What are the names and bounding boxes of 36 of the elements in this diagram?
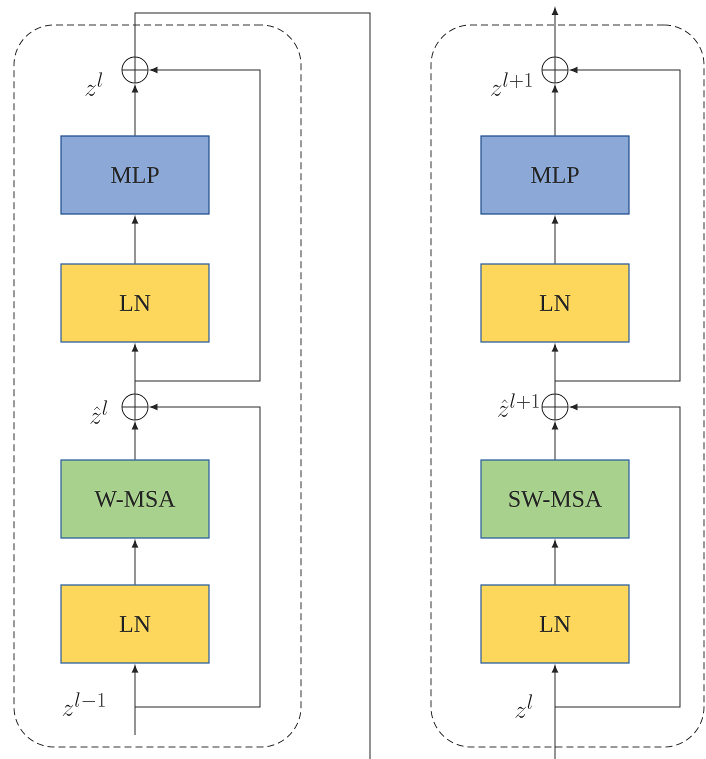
- math-label: $z^{l-1}$: [62, 692, 105, 716]
- block-frame: [430, 24, 704, 748]
- arrow: [552, 216, 558, 264]
- arrow: [132, 85, 138, 136]
- math-label: $z^{l+1}$: [491, 72, 532, 96]
- block-frame: [14, 24, 302, 748]
- arrow: [132, 665, 138, 736]
- layer-box: LN: [60, 584, 210, 664]
- arrow: [134, 404, 260, 708]
- arrow: [552, 85, 558, 136]
- arrow: [554, 66, 680, 394]
- layer-box: SW-MSA: [480, 459, 630, 539]
- arrow: [132, 540, 138, 585]
- math-label: $z^{l}$: [516, 694, 532, 718]
- sum-circle: [542, 394, 568, 420]
- layer-box: MLP: [60, 135, 210, 215]
- connector-line: [134, 12, 370, 759]
- sum-circle: [122, 56, 148, 84]
- math-label: $z^{l}$: [86, 72, 102, 96]
- arrow: [552, 8, 558, 57]
- sum-circle: [122, 394, 148, 420]
- arrow: [134, 66, 260, 394]
- math-label: $\hat{z}^{l+1}$: [498, 393, 539, 417]
- arrow: [554, 404, 680, 708]
- layer-box: W-MSA: [60, 459, 210, 539]
- arrow: [552, 540, 558, 585]
- math-label: $\hat{z}^{l}$: [90, 400, 108, 424]
- sum-circle: [542, 56, 568, 84]
- layer-box: MLP: [480, 135, 630, 215]
- layer-box: LN: [60, 263, 210, 343]
- arrow: [132, 216, 138, 264]
- arrow: [132, 422, 138, 460]
- arrow: [552, 422, 558, 460]
- layer-box: LN: [480, 263, 630, 343]
- arrow: [552, 665, 558, 759]
- layer-box: LN: [480, 584, 630, 664]
